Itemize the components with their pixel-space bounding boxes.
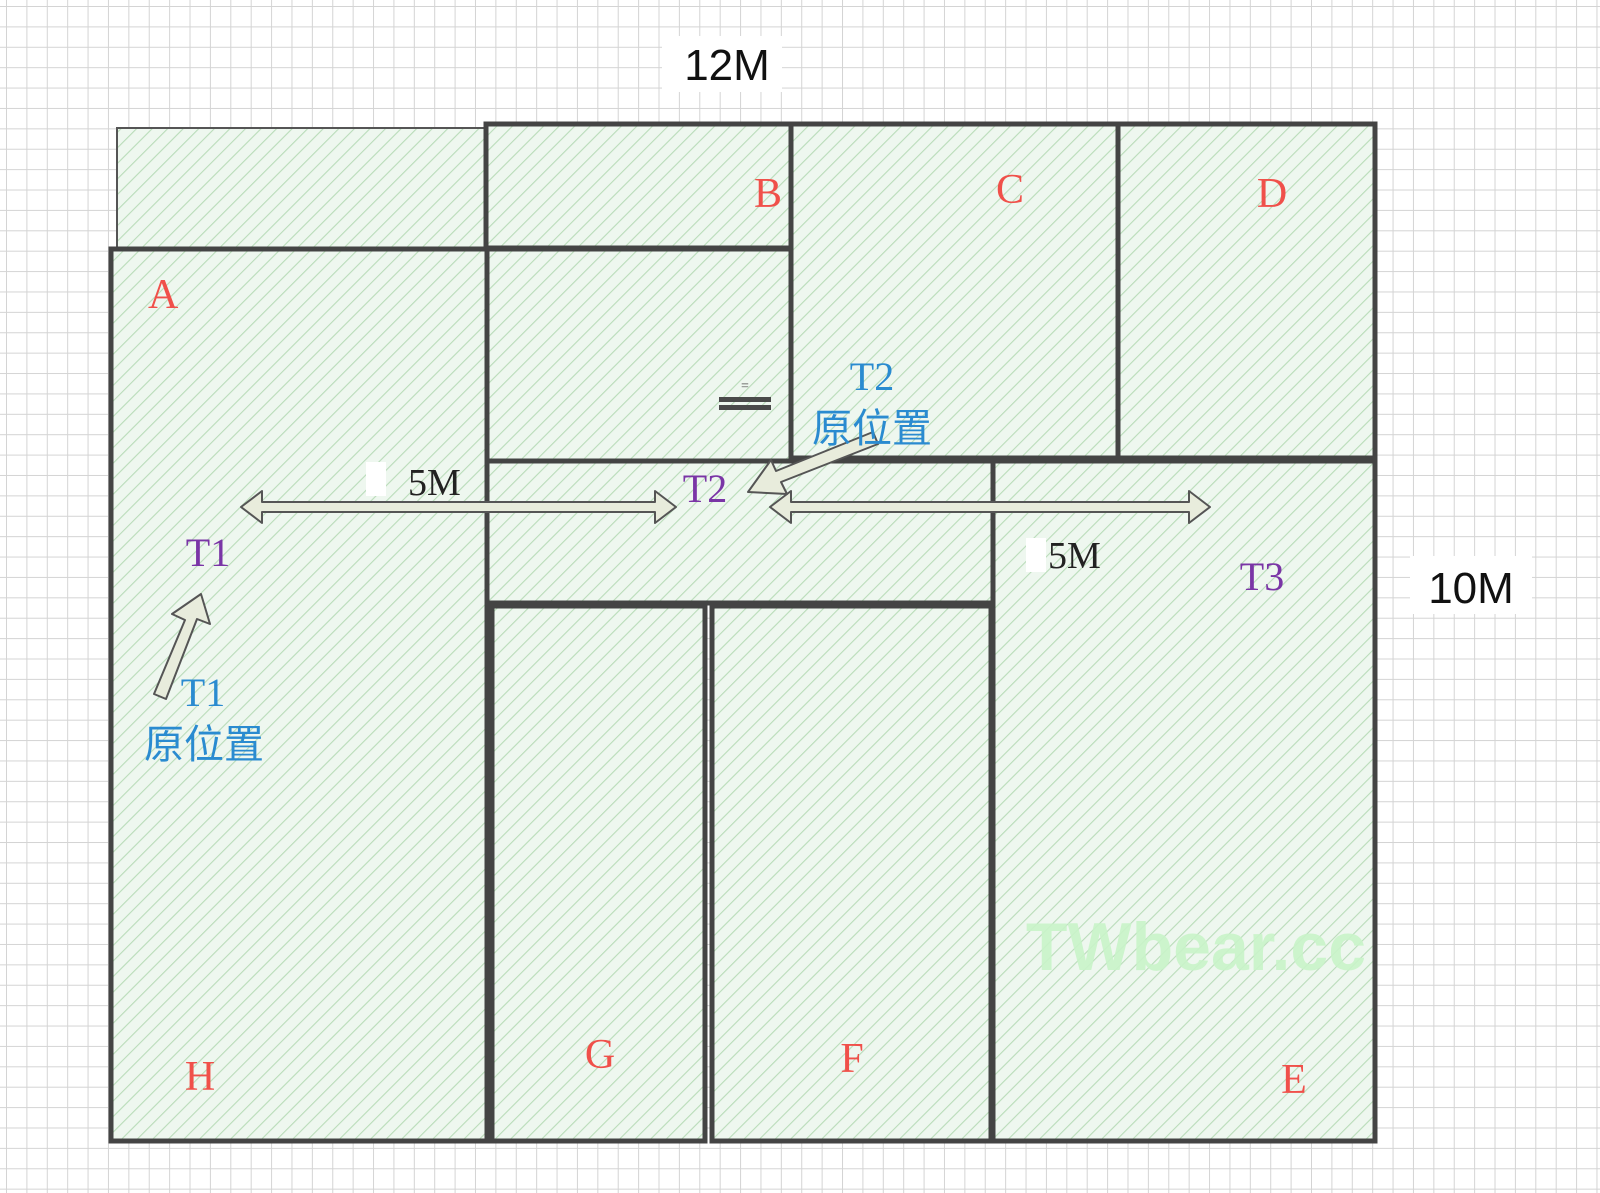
center-mark-bar	[719, 397, 771, 402]
distance-label-right: 5M	[1048, 535, 1101, 577]
height-dimension-label: 10M	[1428, 564, 1514, 613]
room-top-left	[116, 127, 488, 249]
room-d	[1115, 121, 1378, 461]
room-label-g: G	[585, 1032, 615, 1078]
room-f	[709, 603, 994, 1144]
tree-label-t3: T3	[1240, 554, 1284, 599]
distance-label-left: 5M	[408, 462, 461, 504]
tree-label-t1: T1	[186, 530, 230, 575]
t2-move-arrow	[747, 431, 879, 495]
room-b	[483, 121, 794, 251]
distance-label-right-bg	[1026, 538, 1046, 572]
rooms	[108, 121, 1378, 1144]
center-corridor	[484, 458, 996, 606]
room-label-d: D	[1257, 171, 1287, 217]
original-position-t1-name: T1	[181, 670, 225, 715]
room-center-top	[484, 246, 794, 464]
original-position-t2-name: T2	[850, 354, 894, 399]
room-label-b: B	[754, 171, 782, 217]
room-label-a: A	[148, 272, 179, 318]
center-mark-bar	[719, 405, 771, 410]
room-label-e: E	[1281, 1057, 1307, 1103]
height-label-bg	[1410, 556, 1532, 614]
width-dimension-label: 12M	[684, 41, 770, 90]
center-mark-text: =	[741, 379, 749, 394]
center-mark: =	[719, 379, 771, 410]
original-position-t1-caption: 原位置	[144, 722, 264, 767]
distance-label-left-bg	[366, 462, 386, 496]
room-c	[788, 121, 1121, 461]
original-position-t2-caption: 原位置	[812, 406, 932, 451]
tree-label-t2: T2	[683, 466, 727, 511]
room-label-c: C	[996, 167, 1024, 213]
room-a-h	[108, 246, 490, 1144]
room-label-h: H	[185, 1054, 215, 1100]
watermark: TWbear.cc	[1026, 909, 1366, 985]
distance-arrow-left	[240, 490, 677, 524]
distance-arrow-right	[769, 490, 1211, 524]
width-label-bg	[662, 36, 782, 92]
room-g	[489, 603, 708, 1144]
room-label-f: F	[840, 1036, 863, 1082]
room-e	[990, 458, 1378, 1144]
t1-move-arrow	[153, 593, 211, 700]
